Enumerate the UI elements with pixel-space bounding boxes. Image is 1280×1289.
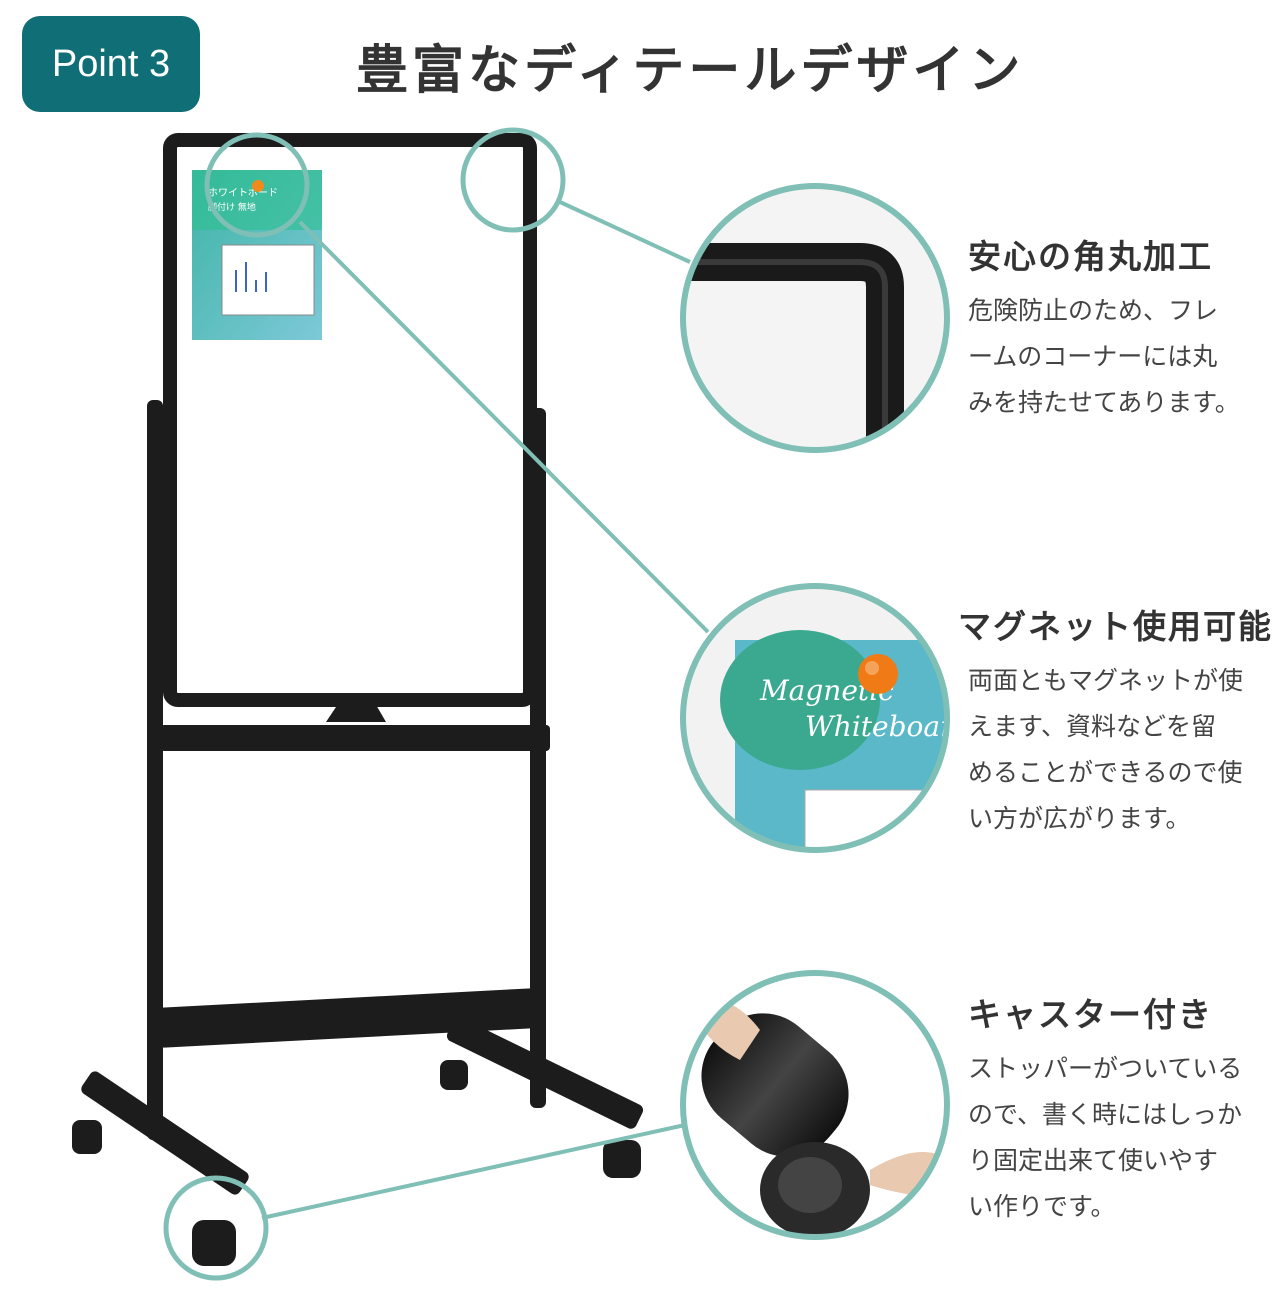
sticker-top-text: ホワイトボード	[208, 187, 278, 199]
whiteboard-stand: ホワイトボード 脚付け 無地	[72, 133, 644, 1266]
highlight-corner	[460, 127, 566, 233]
feature-line: 両面ともマグネットが使	[968, 666, 1244, 695]
detail-corner-image	[683, 186, 947, 450]
feature-magnet: マグネット使用可能 両面ともマグネットが使 えます、資料などを留 めることができ…	[958, 600, 1273, 842]
magnet-text-2: Whiteboard	[805, 710, 971, 743]
feature-heading: マグネット使用可能	[958, 607, 1273, 646]
feature-line: ームのコーナーには丸	[968, 342, 1218, 371]
feature-line: ストッパーがついている	[968, 1054, 1243, 1083]
feature-heading: 安心の角丸加工	[968, 237, 1213, 276]
feature-casters: キャスター付き ストッパーがついている ので、書く時にはしっか り固定出来て使い…	[968, 988, 1258, 1230]
highlight-caster	[163, 1175, 269, 1281]
feature-line: めることができるので使	[968, 758, 1243, 787]
orange-magnet	[858, 654, 898, 694]
highlight-magnet	[204, 132, 310, 238]
caster-left-front	[192, 1220, 236, 1266]
feature-line: り固定出来て使いやす	[968, 1146, 1219, 1175]
caster-right-front	[603, 1140, 641, 1178]
feature-rounded-corners: 安心の角丸加工 危険防止のため、フレ ームのコーナーには丸 みを持たせてあります…	[968, 230, 1258, 426]
point-badge: Point 3	[22, 16, 200, 112]
feature-heading: キャスター付き	[968, 995, 1213, 1034]
caster-left-back	[72, 1120, 102, 1154]
page-title: 豊富なディテールデザイン	[356, 41, 1025, 101]
feature-line: えます、資料などを留	[968, 712, 1217, 741]
board-sticker: ホワイトボード 脚付け 無地	[192, 170, 322, 340]
feature-line: い方が広がります。	[968, 804, 1191, 833]
caster-right-back	[440, 1060, 468, 1090]
sticker-top-text2: 脚付け 無地	[208, 201, 256, 213]
feature-line: い作りです。	[968, 1192, 1116, 1221]
detail-magnet-image: Magnetic Whiteboard	[683, 586, 971, 850]
feature-line: ので、書く時にはしっか	[968, 1100, 1243, 1129]
feature-line: みを持たせてあります。	[968, 388, 1240, 417]
feature-line: 危険防止のため、フレ	[968, 296, 1219, 325]
